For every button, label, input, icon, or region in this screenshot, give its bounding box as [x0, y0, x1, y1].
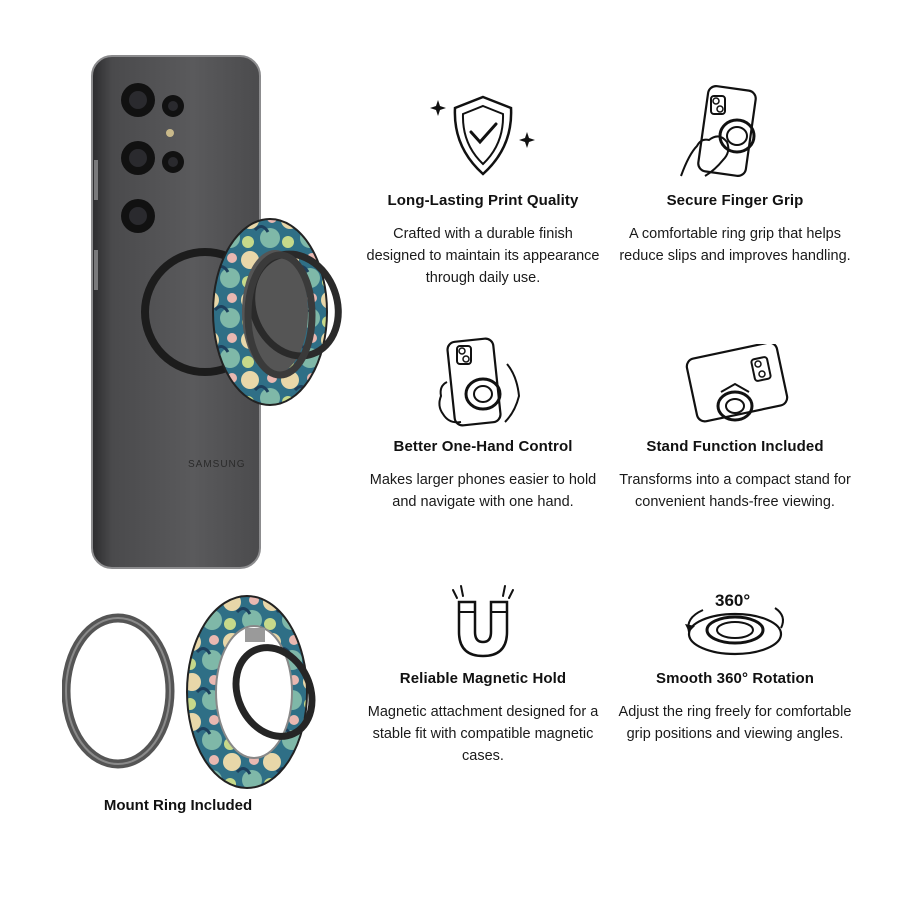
feature-title: Long-Lasting Print Quality — [387, 192, 579, 209]
feature-title: Better One-Hand Control — [393, 438, 573, 455]
feature-description: A comfortable ring grip that helps reduc… — [619, 226, 851, 264]
feature-title: Reliable Magnetic Hold — [399, 670, 567, 687]
magnet-icon — [452, 585, 514, 658]
feature-title: Stand Function Included — [646, 438, 824, 455]
rotation-360-icon: 360° — [685, 591, 784, 656]
finger-grip-icon — [680, 85, 757, 177]
rotation-360-label: 360° — [715, 591, 750, 610]
feature-title: Secure Finger Grip — [666, 192, 804, 209]
feature-title: Smooth 360° Rotation — [655, 670, 814, 687]
phone-product-image: SAMSUNG — [91, 55, 342, 569]
one-hand-icon — [438, 337, 521, 427]
stand-icon — [685, 344, 789, 423]
mount-ring-caption: Mount Ring Included — [103, 797, 253, 814]
feature-description: Adjust the ring freely for comfortable g… — [618, 704, 852, 742]
mount-ring-image — [62, 595, 316, 789]
feature-finger-grip: Secure Finger Grip A comfortable ring gr… — [615, 84, 855, 267]
feature-360-rotation: 360° Smooth 360° Rotation Adjust the rin… — [615, 588, 855, 745]
feature-one-hand-control: Better One-Hand Control Makes larger pho… — [363, 336, 603, 513]
shield-check-icon — [430, 95, 535, 176]
feature-description: Magnetic attachment designed for a stabl… — [367, 704, 599, 764]
feature-description: Crafted with a durable finish designed t… — [366, 226, 600, 286]
feature-description: Transforms into a compact stand for conv… — [619, 472, 851, 510]
feature-print-quality: Long-Lasting Print Quality Crafted with … — [363, 92, 603, 289]
phone-brand-label: SAMSUNG — [188, 459, 246, 470]
feature-stand-function: Stand Function Included Transforms into … — [615, 344, 855, 513]
feature-description: Makes larger phones easier to hold and n… — [369, 472, 597, 510]
feature-magnetic-hold: Reliable Magnetic Hold Magnetic attachme… — [363, 584, 603, 767]
